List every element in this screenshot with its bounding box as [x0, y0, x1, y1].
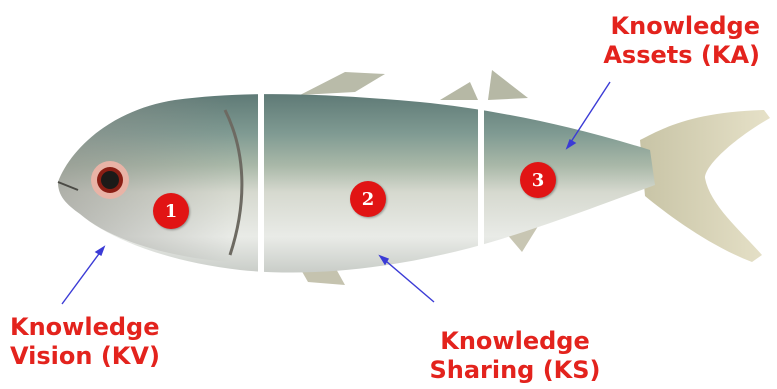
dorsal-fin-2: [440, 82, 478, 100]
marker-2: 2: [350, 181, 386, 217]
divider-2: [478, 60, 484, 265]
label-ks-line1: Knowledge: [415, 327, 615, 356]
label-knowledge-assets: Knowledge Assets (KA): [588, 12, 760, 70]
tail-fin: [640, 110, 770, 262]
divider-1: [258, 85, 264, 290]
label-knowledge-vision: Knowledge Vision (KV): [10, 313, 160, 371]
marker-1: 1: [153, 193, 189, 229]
dorsal-fin-3: [488, 70, 528, 100]
label-ks-line2: Sharing (KS): [415, 356, 615, 385]
label-ka-line1: Knowledge: [588, 12, 760, 41]
label-knowledge-sharing: Knowledge Sharing (KS): [415, 327, 615, 385]
label-kv-line1: Knowledge: [10, 313, 160, 342]
arrow-ks: [380, 256, 434, 302]
label-kv-line2: Vision (KV): [10, 342, 160, 371]
arrow-kv: [62, 247, 104, 304]
marker-3: 3: [520, 162, 556, 198]
dorsal-fin-1: [300, 72, 385, 95]
label-ka-line2: Assets (KA): [588, 41, 760, 70]
